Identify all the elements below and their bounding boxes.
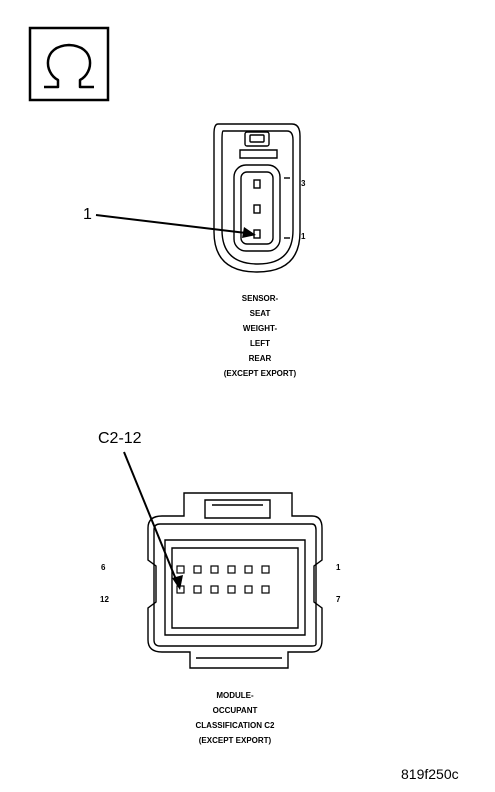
callout-c2-12-label: C2-12 bbox=[98, 430, 142, 447]
sensor-caption-line: REAR bbox=[248, 354, 272, 363]
module-pin-6-label: 6 bbox=[101, 563, 106, 572]
sensor-caption-line: WEIGHT- bbox=[242, 324, 278, 333]
sensor-caption: SENSOR- SEAT WEIGHT- LEFT REAR (EXCEPT E… bbox=[190, 291, 330, 381]
module-pin-7-label: 7 bbox=[336, 595, 341, 604]
module-pin-grid bbox=[176, 565, 270, 594]
module-caption-line: CLASSIFICATION C2 bbox=[195, 721, 275, 730]
sensor-pin-1-label: 1 bbox=[301, 232, 306, 241]
module-caption: MODULE- OCCUPANT CLASSIFICATION C2 (EXCE… bbox=[160, 688, 310, 748]
callout-1-label: 1 bbox=[83, 206, 92, 223]
module-caption-line: (EXCEPT EXPORT) bbox=[198, 736, 272, 745]
callout-1-arrow bbox=[95, 214, 256, 238]
module-pin-1-label: 1 bbox=[336, 563, 341, 572]
module-pin-12-label: 12 bbox=[100, 595, 109, 604]
sensor-caption-line: LEFT bbox=[250, 339, 270, 348]
sensor-connector-drawing bbox=[213, 123, 301, 273]
module-caption-line: MODULE- bbox=[216, 691, 254, 700]
sensor-caption-line: SEAT bbox=[249, 309, 271, 318]
ohm-symbol-icon bbox=[28, 26, 110, 102]
sensor-pin-3-label: 3 bbox=[301, 179, 306, 188]
sensor-caption-line: SENSOR- bbox=[241, 294, 279, 303]
sensor-caption-line: (EXCEPT EXPORT) bbox=[223, 369, 297, 378]
module-caption-line: OCCUPANT bbox=[212, 706, 258, 715]
figure-id: 819f250c bbox=[401, 766, 459, 782]
callout-c2-12-arrow bbox=[123, 451, 183, 590]
